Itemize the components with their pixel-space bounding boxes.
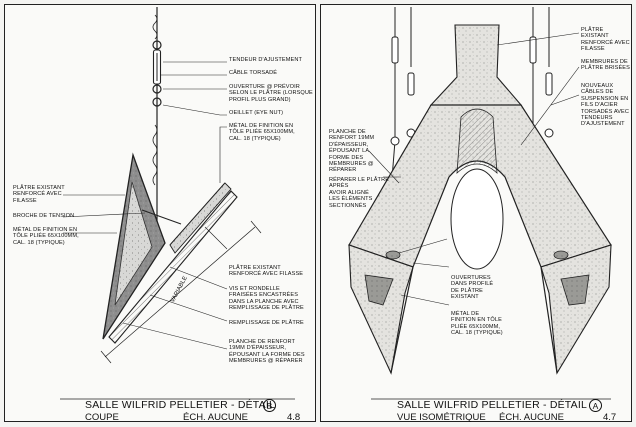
note-reparer: RÉPARER LE PLÂTRE APRÈS AVOIR ALIGNÉ LES… (329, 177, 390, 209)
plaster-wing-right (169, 182, 232, 254)
detail-b-section-panel: TENDEUR D'AJUSTEMENT CÂBLE TORSADÉ OUVER… (4, 4, 316, 423)
variable-dimension (100, 220, 262, 364)
twisted-cable (152, 7, 158, 241)
note-platre-top: PLÂTRE EXISTANT RENFORCÉ AVEC FILASSE (581, 27, 630, 53)
lower-pyramid-right (540, 244, 612, 375)
tension-pin (141, 209, 182, 225)
sheet-number: 4.8 (287, 412, 301, 423)
note-membrures: MEMBRURES DE PLÂTRE BRISÉES (581, 59, 630, 72)
detail-letter-bubble-iso: A (589, 399, 602, 412)
note-ouverture: OUVERTURE @ PRÉVOIR SELON LE PLÂTRE (LOR… (229, 84, 313, 103)
leader-lines (62, 61, 228, 350)
note-cable: CÂBLE TORSADÉ (229, 70, 278, 76)
central-column (429, 24, 523, 106)
note-remplissage: REMPLISSAGE DE PLÂTRE (229, 320, 304, 326)
note-ouvertures: OUVERTURES DANS PROFILÉ DE PLÂTRE EXISTA… (451, 275, 494, 301)
lower-pyramid-left (348, 244, 414, 375)
note-platre-left: PLÂTRE EXISTANT RENFORCÉ AVEC FILASSE (13, 185, 65, 204)
sheet-number-iso: 4.7 (603, 412, 617, 423)
detail-title-iso: SALLE WILFRID PELLETIER - DÉTAIL (397, 399, 588, 411)
note-platre-right: PLÂTRE EXISTANT RENFORCÉ AVEC FILASSE (229, 265, 304, 278)
plaster-openings (385, 250, 569, 260)
note-planche-iso: PLANCHE DE RENFORT 19mm D'ÉPAISSEUR, ÉPO… (329, 129, 375, 174)
leader-lines-iso (368, 32, 580, 306)
note-broche: BROCHE DE TENSION (13, 213, 75, 219)
detail-letter-bubble: B (263, 399, 276, 412)
isometric-drawing (348, 7, 612, 400)
turnbuckles (390, 36, 554, 146)
detail-title: SALLE WILFRID PELLETIER - DÉTAIL (85, 399, 276, 411)
note-nouveaux: NOUVEAUX CÂBLES DE SUSPENSION EN FILS D'… (581, 83, 630, 128)
note-planche: PLANCHE DE RENFORT 19mm D'ÉPAISSEUR, ÉPO… (229, 339, 305, 365)
note-tendeur: TENDEUR D'AJUSTEMENT (229, 57, 302, 63)
turnbuckle (152, 40, 162, 107)
plaster-wing-left (102, 152, 166, 340)
note-oeillet: OEILLET (EYE NUT) (229, 110, 284, 116)
note-metal-left: MÉTAL DE FINITION EN TÔLE PLIÉE 65X100mm… (13, 227, 79, 246)
view-name: COUPE (85, 412, 119, 423)
view-name-iso: VUE ISOMÉTRIQUE (397, 412, 486, 423)
note-metal-iso: MÉTAL DE FINITION EN TÔLE PLIÉE 65X100mm… (451, 311, 503, 337)
detail-a-isometric-panel: PLÂTRE EXISTANT RENFORCÉ AVEC FILASSE ME… (320, 4, 632, 423)
plaster-structure (348, 104, 612, 270)
note-vis: VIS ET RONDELLE FRAISÉES ENCASTRÉES DANS… (229, 286, 304, 312)
note-metal-right: MÉTAL DE FINITION EN TÔLE PLIÉE 65X100mm… (229, 123, 295, 142)
scale-label: ÉCH. AUCUNE (183, 412, 248, 423)
section-drawing (60, 7, 295, 400)
scale-label-iso: ÉCH. AUCUNE (499, 412, 564, 423)
reinforcing-plank (108, 190, 238, 344)
